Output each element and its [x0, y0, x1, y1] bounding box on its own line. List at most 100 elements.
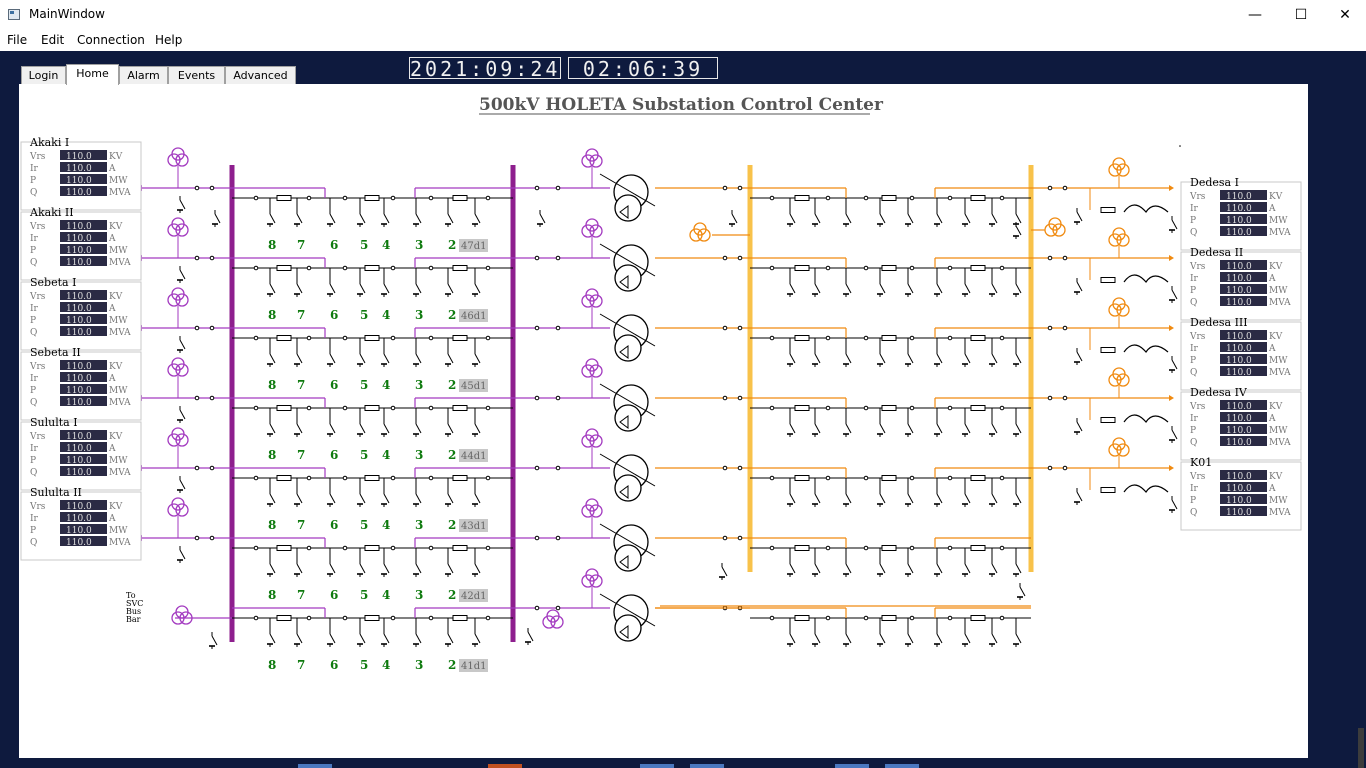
maximize-button[interactable]: ☐ — [1294, 7, 1308, 23]
circuit-breaker[interactable] — [276, 405, 292, 411]
circuit-breaker[interactable] — [1100, 277, 1116, 283]
circuit-breaker[interactable] — [970, 195, 986, 201]
node-dot — [253, 265, 259, 271]
menu-help[interactable]: Help — [155, 33, 183, 47]
bay-number-label: 3 — [415, 448, 423, 462]
tab-alarm[interactable]: Alarm — [119, 66, 168, 84]
node-dot — [947, 265, 953, 271]
node-dot — [194, 395, 200, 401]
circuit-breaker[interactable] — [1100, 207, 1116, 213]
circuit-breaker[interactable] — [364, 265, 380, 271]
meter-unit-label: MVA — [1269, 298, 1291, 308]
circuit-breaker[interactable] — [794, 475, 810, 481]
bay-number-label: 5 — [360, 378, 368, 392]
node-dot — [253, 475, 259, 481]
earth-switch-blade — [269, 423, 276, 434]
bay-number-label: 7 — [297, 448, 305, 462]
circuit-breaker[interactable] — [452, 545, 468, 551]
node-dot — [769, 405, 775, 411]
circuit-breaker[interactable] — [452, 335, 468, 341]
circuit-breaker[interactable] — [364, 195, 380, 201]
circuit-breaker[interactable] — [276, 195, 292, 201]
taskbar-item[interactable] — [885, 764, 919, 768]
taskbar-item[interactable] — [640, 764, 674, 768]
circuit-breaker[interactable] — [1100, 347, 1116, 353]
current-transformer-icon — [1112, 227, 1126, 241]
earth-switch-blade — [269, 633, 276, 644]
earth-switch-blade — [179, 479, 186, 490]
circuit-breaker[interactable] — [1100, 417, 1116, 423]
circuit-breaker[interactable] — [276, 475, 292, 481]
circuit-breaker[interactable] — [970, 615, 986, 621]
circuit-breaker[interactable] — [276, 265, 292, 271]
circuit-breaker[interactable] — [881, 265, 897, 271]
circuit-breaker[interactable] — [794, 335, 810, 341]
circuit-breaker[interactable] — [364, 475, 380, 481]
circuit-breaker[interactable] — [364, 545, 380, 551]
earth-switch-blade — [1015, 633, 1022, 644]
circuit-breaker[interactable] — [276, 615, 292, 621]
earth-switch-blade — [179, 269, 186, 280]
circuit-breaker[interactable] — [794, 265, 810, 271]
circuit-breaker[interactable] — [881, 195, 897, 201]
circuit-breaker[interactable] — [881, 405, 897, 411]
menu-file[interactable]: File — [7, 33, 28, 47]
circuit-breaker[interactable] — [276, 545, 292, 551]
circuit-breaker[interactable] — [970, 265, 986, 271]
circuit-breaker[interactable] — [970, 335, 986, 341]
circuit-breaker[interactable] — [794, 195, 810, 201]
tab-advanced[interactable]: Advanced — [225, 66, 296, 84]
current-transformer-icon — [175, 605, 189, 619]
node-dot — [253, 335, 259, 341]
bay-number-label: 8 — [268, 518, 276, 532]
circuit-breaker[interactable] — [881, 545, 897, 551]
circuit-breaker[interactable] — [881, 335, 897, 341]
circuit-breaker[interactable] — [881, 615, 897, 621]
vertical-scrollbar[interactable] — [1358, 728, 1364, 768]
node-dot — [390, 545, 396, 551]
circuit-breaker[interactable] — [364, 615, 380, 621]
circuit-breaker[interactable] — [794, 615, 810, 621]
meter-value-box — [60, 244, 107, 254]
circuit-breaker[interactable] — [794, 545, 810, 551]
close-button[interactable]: ✕ — [1339, 7, 1351, 23]
meter-unit-label: MW — [109, 526, 128, 536]
circuit-breaker[interactable] — [1100, 487, 1116, 493]
earth-switch-blade — [1019, 586, 1026, 597]
circuit-breaker[interactable] — [452, 475, 468, 481]
circuit-breaker[interactable] — [364, 405, 380, 411]
circuit-breaker[interactable] — [794, 405, 810, 411]
circuit-breaker[interactable] — [452, 615, 468, 621]
minimize-button[interactable]: — — [1248, 7, 1262, 23]
circuit-breaker[interactable] — [452, 195, 468, 201]
taskbar-item[interactable] — [690, 764, 724, 768]
tab-events[interactable]: Events — [168, 66, 225, 84]
circuit-breaker[interactable] — [276, 335, 292, 341]
tab-login[interactable]: Login — [21, 66, 66, 84]
menu-connection[interactable]: Connection — [77, 33, 145, 47]
taskbar-item[interactable] — [488, 764, 522, 768]
earth-switch-blade — [415, 353, 422, 364]
circuit-breaker[interactable] — [970, 545, 986, 551]
meter-quantity-label: Vrs — [1189, 332, 1206, 342]
node-dot — [306, 335, 312, 341]
earth-switch-blade — [789, 213, 796, 224]
taskbar-item[interactable] — [835, 764, 869, 768]
circuit-breaker[interactable] — [452, 265, 468, 271]
taskbar-item[interactable] — [298, 764, 332, 768]
circuit-breaker[interactable] — [970, 475, 986, 481]
circuit-breaker[interactable] — [881, 475, 897, 481]
node-dot — [722, 185, 728, 191]
menu-edit[interactable]: Edit — [41, 33, 65, 47]
circuit-breaker[interactable] — [452, 405, 468, 411]
circuit-breaker[interactable] — [364, 335, 380, 341]
meter-quantity-label: Ir — [1190, 204, 1199, 214]
node-dot — [306, 195, 312, 201]
node-dot — [947, 195, 953, 201]
bay-id-label: 42d1 — [461, 591, 487, 602]
tab-home[interactable]: Home — [66, 64, 119, 85]
meter-unit-label: MW — [109, 316, 128, 326]
earth-switch-blade — [214, 213, 221, 224]
line-trap-icon — [1123, 484, 1169, 493]
circuit-breaker[interactable] — [970, 405, 986, 411]
